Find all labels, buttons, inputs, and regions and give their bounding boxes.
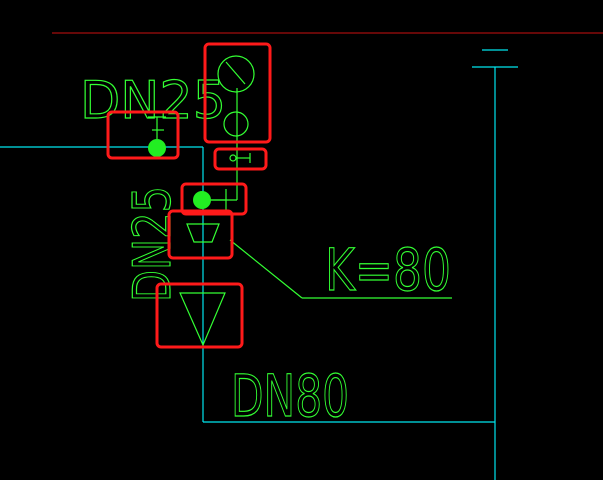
highlight-box-sprinkler (155, 282, 244, 349)
lower-valve-icon (211, 189, 227, 210)
sprinkler-head-icon (179, 292, 226, 347)
junction-node-lower (193, 191, 211, 209)
junction-node-top (148, 139, 166, 157)
label-k-value: K=80 (325, 236, 451, 304)
label-dn25-horizontal: DN25 (80, 71, 226, 131)
top-valve-icon (148, 116, 166, 143)
reducer-icon (186, 223, 220, 243)
highlight-box-reducer (167, 209, 234, 260)
highlight-box-lower-valve (180, 182, 248, 216)
gate-valve-icon (229, 153, 251, 163)
k-leader (229, 239, 452, 299)
pressure-gauge-icon (217, 55, 255, 137)
highlight-box-gate-valve (213, 147, 268, 171)
highlight-boxes (106, 42, 272, 349)
highlight-box-top-valve (106, 110, 180, 160)
label-dn80: DN80 (231, 362, 349, 430)
highlight-box-gauge (203, 42, 272, 144)
